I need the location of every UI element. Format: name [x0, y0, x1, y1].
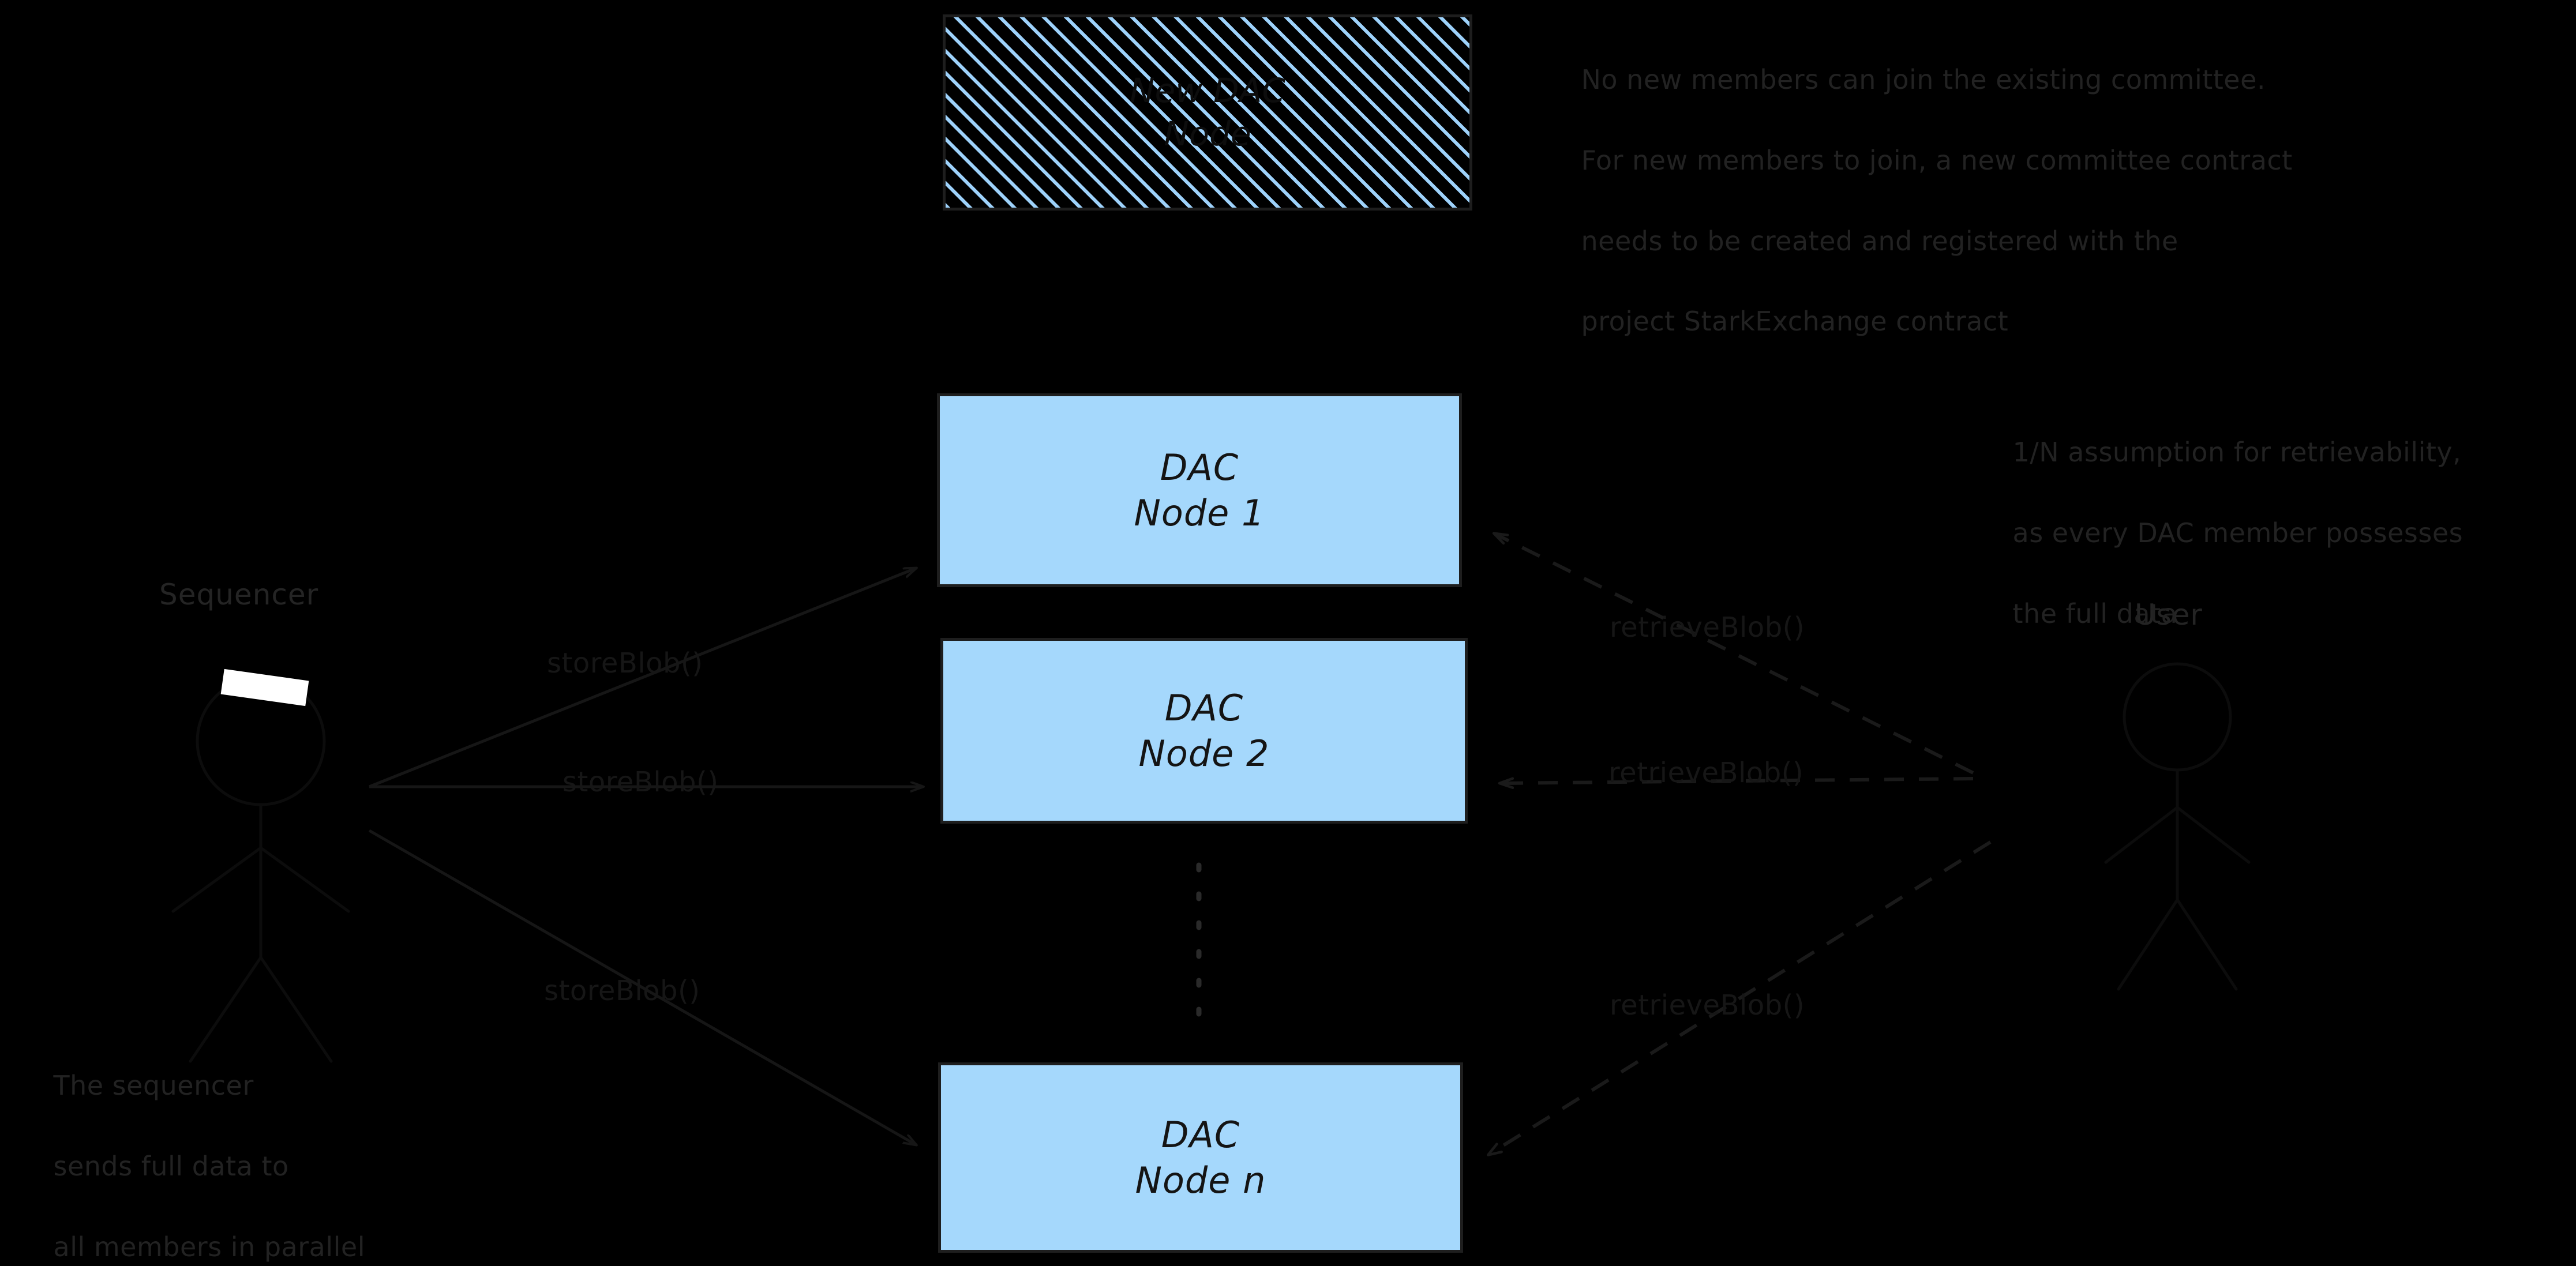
dac-node-n-line1: DAC — [1161, 1113, 1240, 1156]
annotation-top-right-line-1: No new members can join the existing com… — [1581, 63, 2266, 95]
new-dac-node-line2: Node — [1164, 114, 1251, 153]
annotation-right-line-1: 1/N assumption for retrievability, — [2012, 436, 2462, 468]
annotation-top-right: No new members can join the existing com… — [1546, 20, 2293, 382]
dac-node-2-box[interactable]: DAC Node 2 — [940, 638, 1468, 824]
new-dac-node-box[interactable]: New DAC Node — [943, 14, 1472, 211]
annotation-top-right-line-4: project StarkExchange contract — [1581, 306, 2009, 337]
sequencer-label: Sequencer — [159, 578, 319, 611]
annotation-top-right-line-2: For new members to join, a new committee… — [1581, 144, 2293, 176]
annotation-top-right-line-3: needs to be created and registered with … — [1581, 225, 2178, 257]
edge-label-storeblob-node1: storeBlob() — [547, 647, 703, 679]
new-dac-node-line1: New DAC — [1130, 70, 1285, 110]
edge-label-storeblob-node2: storeBlob() — [563, 766, 719, 798]
dac-node-2-line2: Node 2 — [1138, 732, 1270, 775]
dac-node-2-line1: DAC — [1164, 686, 1244, 729]
annotation-right-line-2: as every DAC member possesses — [2012, 517, 2463, 549]
dac-node-1-line2: Node 1 — [1134, 492, 1265, 534]
annotation-bottom-left-line-2: sends full data to — [53, 1150, 289, 1182]
user-figure — [2104, 662, 2251, 991]
dac-node-n-line2: Node n — [1135, 1159, 1266, 1201]
annotation-bottom-left-line-1: The sequencer — [53, 1069, 254, 1101]
annotation-bottom-left-line-3: all members in parallel — [53, 1231, 365, 1263]
edge-label-retrieveblob-node1: retrieveBlob() — [1610, 611, 1805, 644]
sequencer-figure — [171, 676, 350, 1063]
user-label: User — [2135, 598, 2203, 632]
dac-node-1-line1: DAC — [1160, 446, 1239, 489]
edge-label-retrieveblob-noden: retrieveBlob() — [1610, 989, 1805, 1021]
edge-retrieveblob-node1 — [1494, 534, 1974, 775]
dac-node-n-box[interactable]: DAC Node n — [938, 1062, 1463, 1253]
dac-node-1-box[interactable]: DAC Node 1 — [937, 393, 1462, 587]
edge-label-retrieveblob-node2: retrieveBlob() — [1608, 757, 1804, 789]
annotation-right-line-3: the full data — [2012, 598, 2178, 629]
edge-label-storeblob-noden: storeBlob() — [544, 975, 700, 1007]
sequencer-selection-chip[interactable] — [220, 668, 309, 707]
annotation-right: 1/N assumption for retrievability, as ev… — [1978, 392, 2463, 674]
annotation-bottom-left: The sequencer sends full data to all mem… — [18, 1025, 365, 1266]
